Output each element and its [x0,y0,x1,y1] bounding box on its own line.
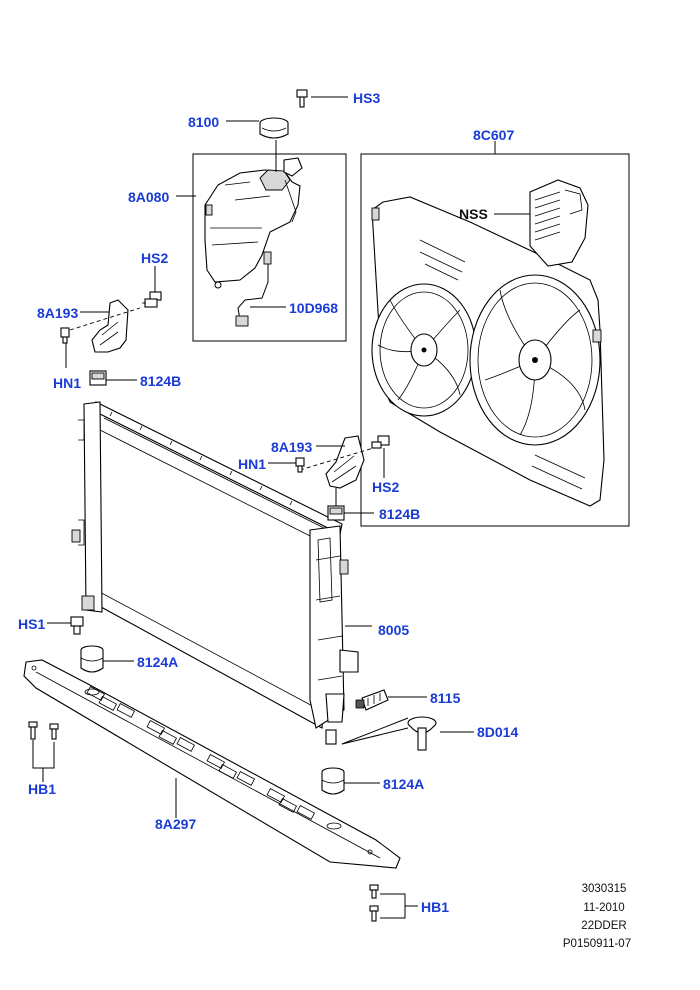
label-8a193-right: 8A193 [271,439,312,455]
label-hs1: HS1 [18,616,45,632]
expansion-tank-group [176,89,348,342]
bracket-8a193-left [91,299,129,353]
screw-hs3 [296,89,308,108]
right-bracket-group [268,435,390,521]
label-10d968: 10D968 [289,300,338,316]
drain-plug-8d014 [407,716,437,751]
label-hs2-left: HS2 [141,250,168,266]
ref-line-1: 3030315 [582,883,627,895]
label-8124b-left: 8124B [140,373,181,389]
label-8115: 8115 [430,690,461,706]
filler-cap [259,117,289,139]
label-8c607: 8C607 [473,127,514,143]
ref-line-4: P0150911-07 [563,938,631,950]
fan-control-module [529,179,589,267]
mount-8124b-left [89,370,107,386]
label-8124a-left: 8124A [137,654,178,670]
mount-8124a-left [80,645,104,673]
label-nss: NSS [459,206,488,222]
screw-hs1 [70,616,84,635]
mount-8124b-right [327,505,345,521]
bolts-hb1-right [369,884,379,922]
nut-hn1-left [60,327,70,344]
label-8a297: 8A297 [155,816,196,832]
screw-hs2-left [142,291,162,308]
label-hb1-left: HB1 [28,781,56,797]
level-sensor-lead [237,262,269,321]
label-hs2-right: HS2 [372,479,399,495]
label-hn1-left: HN1 [53,375,81,391]
nut-hn1-right [295,457,305,473]
tank-group-frame [192,153,347,342]
radiator-8005 [71,401,359,729]
fan-shroud-group [360,141,630,527]
reference-block: 3030315 11-2010 22DDER P0150911-07 [563,883,631,950]
expansion-tank [204,169,301,283]
label-8a080: 8A080 [128,189,169,205]
ref-line-3: 22DDER [581,920,626,932]
label-hn1-right: HN1 [238,456,266,472]
label-hs3: HS3 [353,90,380,106]
label-8100: 8100 [188,114,219,130]
label-8a193-left: 8A193 [37,305,78,321]
mount-8124a-right [321,767,345,795]
fan-blades-left [377,299,461,401]
left-bracket-group [60,266,162,386]
lower-support-member [23,659,401,869]
bolts-hb1-left [28,721,59,740]
drain-plug-lower-spigot [325,729,337,745]
label-8124a-right: 8124A [383,776,424,792]
label-8005: 8005 [378,622,409,638]
temperature-sensor-8115 [355,689,389,711]
label-8124b-right: 8124B [379,506,420,522]
fan-blades-right [484,289,586,436]
label-8d014: 8D014 [477,724,518,740]
bracket-8a193-right [325,435,365,489]
ref-line-2: 11-2010 [583,902,624,914]
screw-hs2-right [371,435,390,449]
label-hb1-right: HB1 [421,899,449,915]
